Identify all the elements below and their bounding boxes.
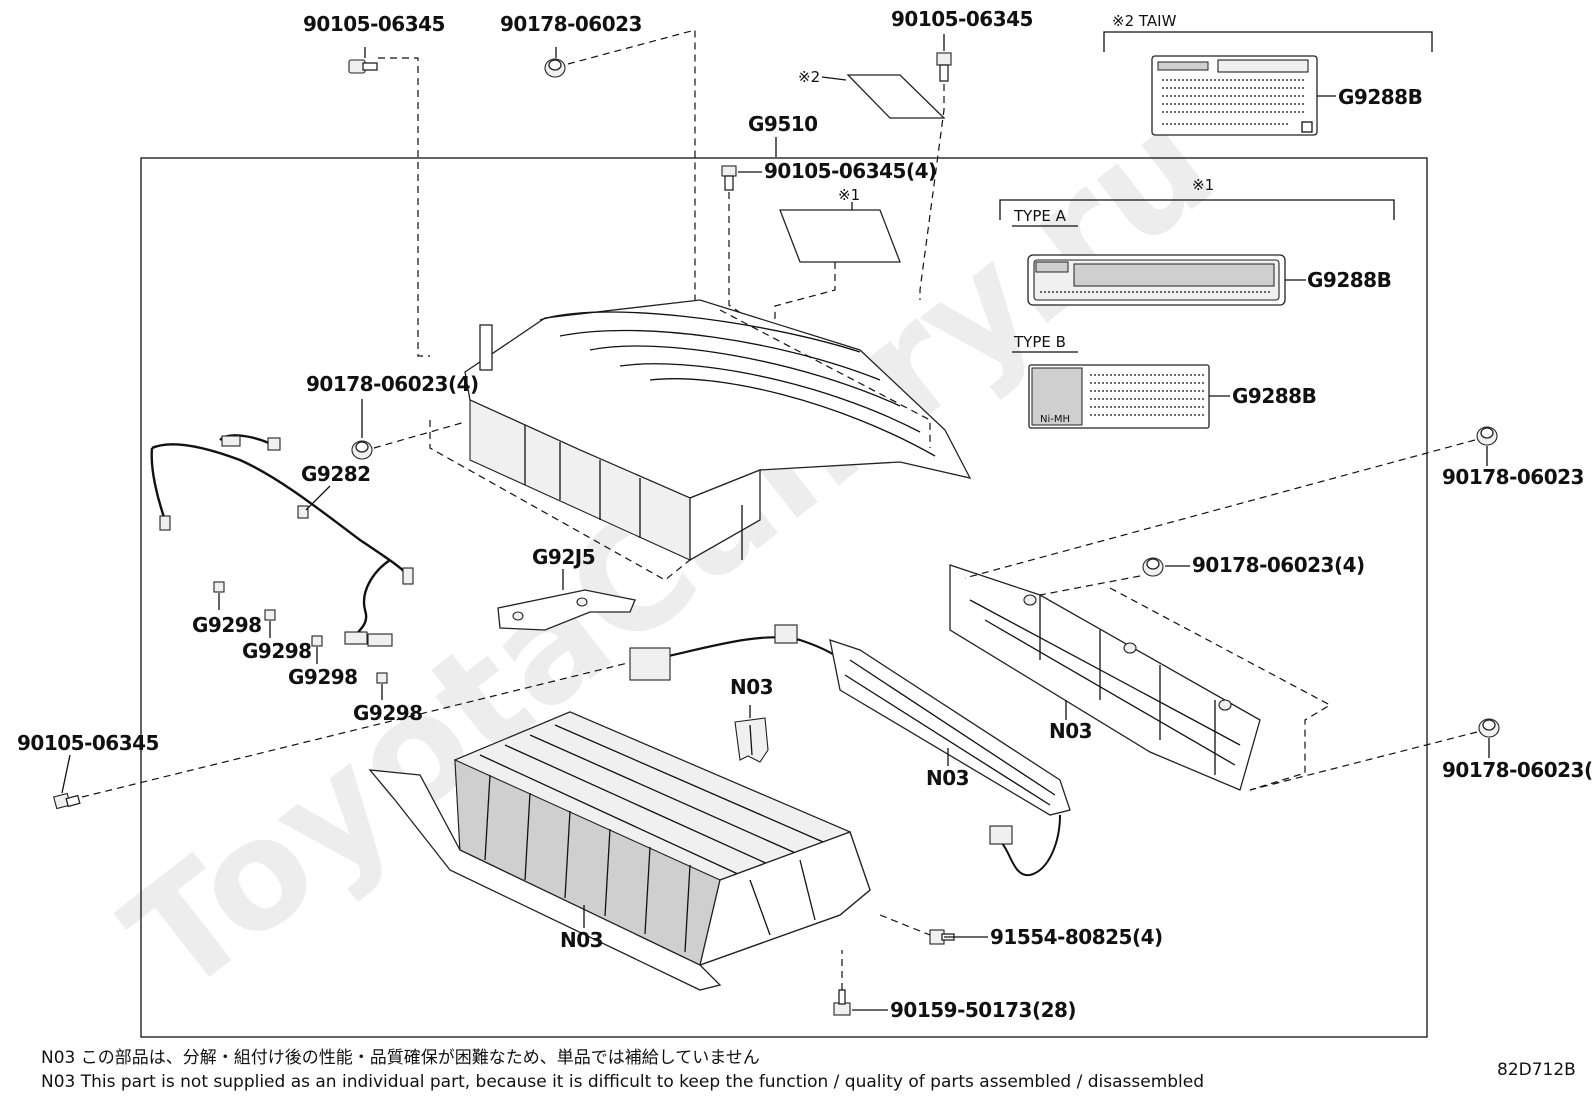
note2-mark: ※2 bbox=[798, 68, 820, 86]
footer-note-jp: N03 この部品は、分解・組付け後の性能・品質確保が困難なため、単品では補給して… bbox=[41, 1048, 760, 1068]
bolt-left-icon bbox=[53, 792, 81, 810]
label-cover: G9510 bbox=[748, 112, 818, 136]
label-bolt-top-right: 90105-06345 bbox=[891, 7, 1033, 31]
wire-harness bbox=[150, 434, 414, 647]
caution-label-type-b: Ni-MH bbox=[1028, 364, 1210, 429]
clamp-icon bbox=[376, 672, 388, 684]
label-screw-28: 90159-50173(28) bbox=[890, 998, 1076, 1022]
battery-frame-bracket bbox=[949, 564, 1261, 791]
label-bolt-cover: 90105-06345(4) bbox=[764, 159, 937, 183]
footer-note-en: N03 This part is not supplied as an indi… bbox=[41, 1072, 1204, 1092]
busbar-module bbox=[629, 624, 1071, 877]
taiw-header: ※2 TAIW bbox=[1112, 12, 1177, 30]
label-n03-bracket: N03 bbox=[730, 675, 773, 699]
label-n03-battery: N03 bbox=[560, 928, 603, 952]
clamp-icon bbox=[213, 581, 225, 593]
label-clamp1: G9298 bbox=[192, 613, 262, 637]
label-n03-busbar: N03 bbox=[926, 766, 969, 790]
label-harness: G9282 bbox=[301, 462, 371, 486]
label-nut-top: 90178-06023 bbox=[500, 12, 642, 36]
bolt-top-left-icon bbox=[348, 59, 378, 74]
clamp-icon bbox=[311, 635, 323, 647]
note1-mark: ※1 bbox=[838, 186, 860, 204]
label-taiw-part: G9288B bbox=[1338, 85, 1422, 109]
label-clamp2: G9298 bbox=[242, 639, 312, 663]
diagram-code: 82D712B bbox=[1497, 1060, 1576, 1080]
caution-strip-2 bbox=[846, 74, 946, 119]
group-mark-1: ※1 bbox=[1192, 176, 1214, 194]
nut-left-icon bbox=[351, 440, 373, 460]
label-n03-frame: N03 bbox=[1049, 719, 1092, 743]
type-a-label: TYPE A bbox=[1013, 207, 1067, 225]
label-nut-right-2: 90178-06023(2) bbox=[1442, 758, 1592, 782]
label-nut-right: 90178-06023 bbox=[1442, 465, 1584, 489]
bracket-plate bbox=[497, 589, 636, 631]
assembly-frame bbox=[140, 157, 1428, 1038]
battery-module bbox=[368, 711, 871, 991]
bolt-cover-icon bbox=[721, 165, 737, 191]
screw-28-icon bbox=[833, 989, 851, 1016]
type-b-label: TYPE B bbox=[1013, 333, 1066, 351]
caution-label-type-a bbox=[1027, 254, 1286, 306]
small-bracket bbox=[734, 717, 769, 763]
label-type-b-part: G9288B bbox=[1232, 384, 1316, 408]
label-clamp4: G9298 bbox=[353, 701, 423, 725]
label-type-a-part: G9288B bbox=[1307, 268, 1391, 292]
label-nut-right-4: 90178-06023(4) bbox=[1192, 553, 1365, 577]
caution-label-taiw bbox=[1151, 55, 1318, 136]
label-bolt-top-left: 90105-06345 bbox=[303, 12, 445, 36]
caution-strip-1 bbox=[779, 209, 901, 263]
label-nut-left-4: 90178-06023(4) bbox=[306, 372, 479, 396]
nimh-text: Ni-MH bbox=[1040, 414, 1070, 425]
label-screw-4: 91554-80825(4) bbox=[990, 925, 1163, 949]
nut-right-icon bbox=[1476, 426, 1498, 446]
group-bracket bbox=[999, 199, 1395, 220]
nut-top-icon bbox=[544, 58, 566, 78]
nut-right-4-icon bbox=[1142, 557, 1164, 577]
taiw-bracket bbox=[1103, 31, 1433, 52]
label-bracket: G92J5 bbox=[532, 545, 595, 569]
nut-right-2-icon bbox=[1478, 718, 1500, 738]
battery-upper-cover bbox=[464, 299, 972, 562]
clamp-icon bbox=[264, 609, 276, 621]
bolt-top-right-icon bbox=[936, 52, 952, 82]
label-clamp3: G9298 bbox=[288, 665, 358, 689]
label-bolt-left: 90105-06345 bbox=[17, 731, 159, 755]
